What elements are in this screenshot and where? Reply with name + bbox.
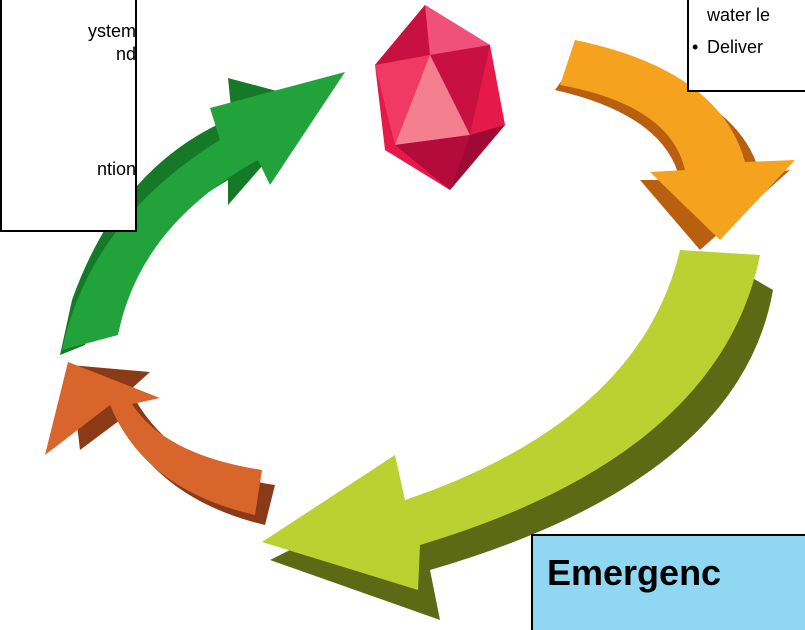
right-text-line: Deliver xyxy=(707,37,764,57)
left-textbox: ystem nd ntion xyxy=(0,0,137,232)
rust-arrow xyxy=(45,362,275,525)
left-text-line: ntion xyxy=(96,159,136,179)
yellowgreen-arrow xyxy=(262,250,773,620)
left-text-line: nd xyxy=(115,44,136,64)
emergency-label: Emergenc xyxy=(547,552,722,593)
emergency-label-box: Emergenc xyxy=(531,534,805,630)
green-arrow xyxy=(60,72,345,355)
right-text-line: water le xyxy=(707,5,771,25)
gem-icon xyxy=(375,5,505,190)
left-text-line: ystem xyxy=(87,21,136,41)
right-textbox: water le • Deliver xyxy=(687,0,805,92)
orange-arrow xyxy=(555,40,795,250)
bullet-icon: • xyxy=(692,37,699,57)
